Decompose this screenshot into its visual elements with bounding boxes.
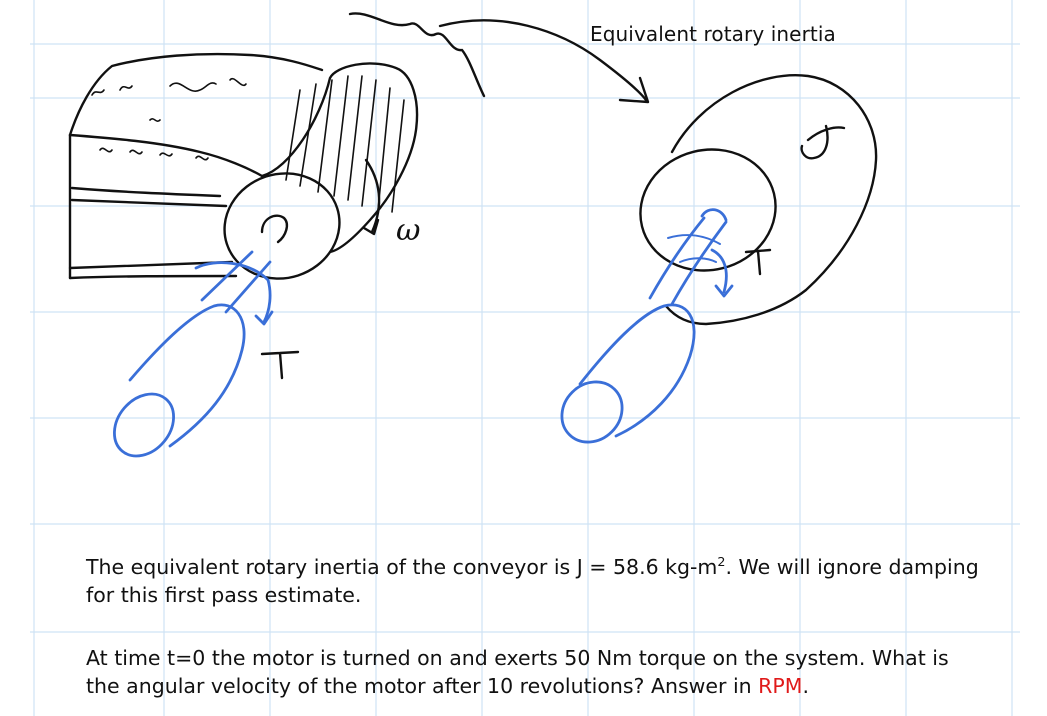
equivalent-inertia-label: Equivalent rotary inertia [590, 22, 836, 46]
p1-rest: . We will ignore damping for this first … [86, 555, 979, 607]
exponent: 2 [717, 554, 726, 570]
rpm-highlight: RPM [758, 674, 803, 698]
question-statement: At time t=0 the motor is turned on and e… [86, 644, 986, 700]
left-motor-sketch [113, 250, 274, 458]
omega-symbol: ω [396, 213, 420, 248]
right-motor-sketch [560, 208, 734, 444]
inertia-statement: The equivalent rotary inertia of the con… [86, 553, 986, 609]
p1-text: The equivalent rotary inertia of the con… [86, 555, 718, 579]
conveyor-sketch [68, 12, 650, 380]
equivalent-inertia-sketch [639, 74, 878, 326]
p2-end: . [802, 674, 809, 698]
p2-text: At time t=0 the motor is turned on and e… [86, 646, 949, 698]
